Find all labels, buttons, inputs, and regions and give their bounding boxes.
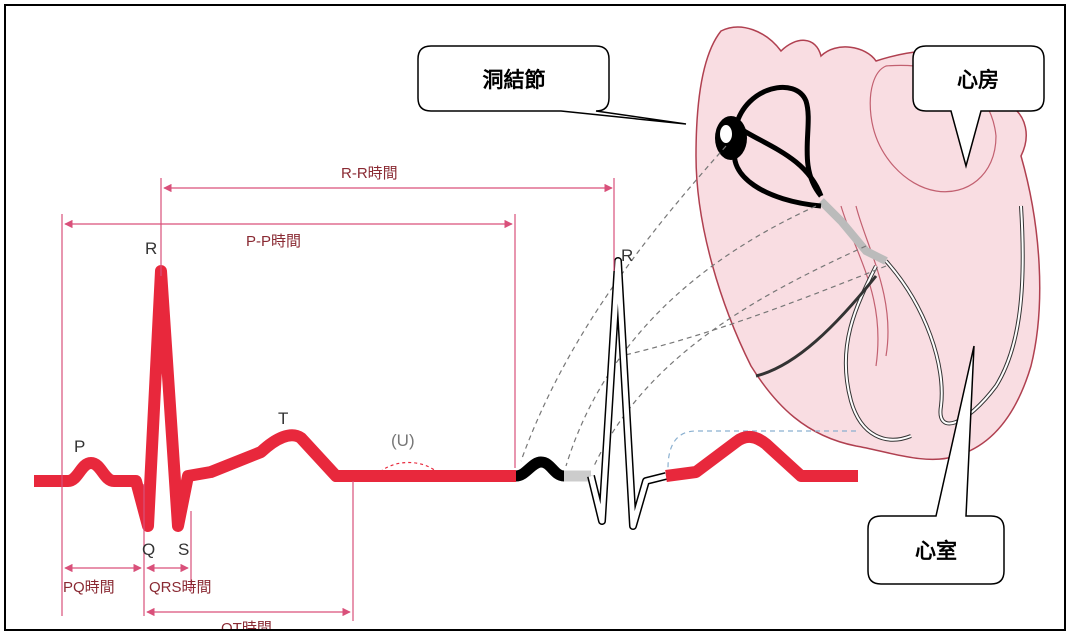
- sa-node-highlight: [720, 125, 732, 143]
- ecg-baseline-left: [34, 271, 516, 526]
- label-q: Q: [142, 540, 155, 559]
- callout-sa-node-text: 洞結節: [483, 68, 546, 92]
- label-r2: R: [621, 246, 633, 265]
- label-pq-interval: PQ時間: [63, 579, 115, 596]
- ecg-baseline-right: [666, 437, 858, 476]
- label-u: (U): [391, 431, 415, 450]
- label-qt-interval: QT時間: [221, 620, 272, 631]
- diagram-frame: P R Q S T (U) R R-R時間 P-P時間 PQ時間 QRS時間 Q…: [4, 4, 1066, 631]
- label-rr-interval: R-R時間: [341, 165, 398, 182]
- callout-sa-node: 洞結節: [418, 46, 686, 124]
- label-t: T: [278, 409, 288, 428]
- callout-atrium-text: 心房: [957, 68, 999, 92]
- ecg-heart-diagram: P R Q S T (U) R R-R時間 P-P時間 PQ時間 QRS時間 Q…: [6, 6, 1066, 631]
- label-s: S: [178, 540, 189, 559]
- callout-ventricle-text: 心室: [915, 539, 957, 563]
- label-p: P: [74, 437, 85, 456]
- p-wave-black: [516, 462, 564, 476]
- label-pp-interval: P-P時間: [246, 233, 301, 250]
- label-r: R: [145, 239, 157, 258]
- label-qrs-interval: QRS時間: [149, 579, 212, 596]
